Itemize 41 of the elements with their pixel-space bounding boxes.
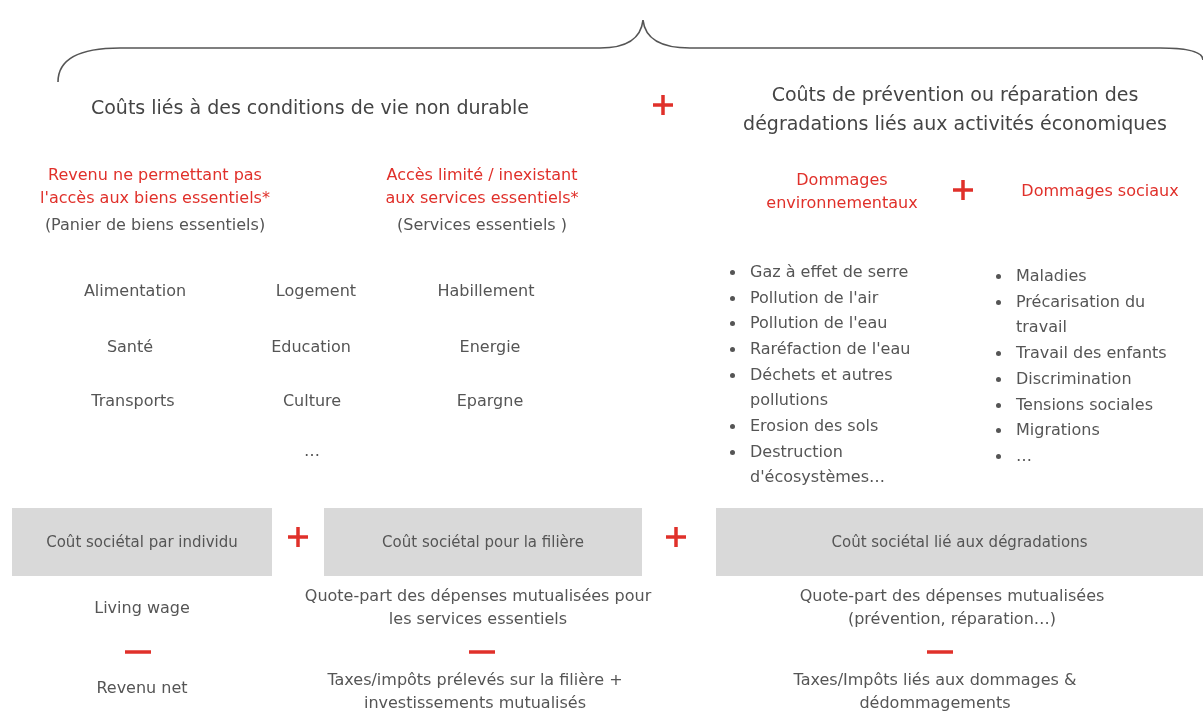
grid-item: Education [270, 336, 352, 358]
grid-item: Epargne [455, 390, 525, 412]
list-item: Travail des enfants [994, 340, 1184, 366]
list-item: Migrations [994, 417, 1184, 443]
list-item: Maladies [994, 263, 1184, 289]
list-item: Déchets et autres pollutions [728, 361, 928, 413]
list-item: Pollution de l'eau [728, 310, 928, 336]
section-heading: Coûts liés à des conditions de vie non durable [89, 95, 530, 120]
category-note: (Services essentiels ) [396, 214, 568, 236]
list-item: … [994, 442, 1184, 469]
cost-description: Revenu net [95, 677, 189, 699]
grid-item: Alimentation [82, 280, 188, 302]
grid-item: … [303, 440, 321, 462]
category-heading: Accès limité / inexistant aux services essentiels* [384, 164, 580, 209]
list-item: Précarisation du travail [994, 288, 1184, 340]
cost-box: Coût sociétal lié aux dégradations [716, 508, 1203, 576]
cost-description: Quote-part des dépenses mutualisées pour les services essentiels [303, 585, 653, 630]
cost-description: Taxes/Impôts liés aux dommages & dédommagements [792, 669, 1078, 714]
grid-item: Logement [274, 280, 358, 302]
cost-box: Coût sociétal pour la filière [324, 508, 642, 576]
section-heading: Coûts de prévention ou réparation des dégradations liés aux activités économiques [742, 82, 1168, 136]
category-heading: Revenu ne permettant pas l'accès aux biens essentiels* [39, 164, 271, 209]
category-note: (Panier de biens essentiels) [43, 214, 267, 236]
category-heading: Dommages sociaux [1020, 180, 1180, 202]
list-item: Gaz à effet de serre [728, 259, 928, 285]
list-item: Pollution de l'air [728, 284, 928, 311]
grid-item: Transports [90, 390, 176, 412]
grid-item: Energie [458, 336, 522, 358]
list-item: Tensions sociales [994, 391, 1184, 417]
cost-description: Living wage [93, 597, 191, 619]
category-heading: Dommages environnementaux [765, 169, 919, 214]
grid-item: Habillement [436, 280, 536, 302]
grid-item: Santé [105, 336, 155, 358]
cost-description: Taxes/impôts prélevés sur la filière + investissements mutualisés [326, 669, 624, 714]
list-item: Discrimination [994, 365, 1184, 392]
list-item: Erosion des sols [728, 413, 928, 439]
cost-box: Coût sociétal par individu [12, 508, 272, 576]
cost-description: Quote-part des dépenses mutualisées (prévention, réparation…) [798, 585, 1106, 630]
grid-item: Culture [281, 390, 343, 412]
list-item: Destruction d'écosystèmes… [728, 438, 928, 490]
list-item: Raréfaction de l'eau [728, 336, 928, 362]
